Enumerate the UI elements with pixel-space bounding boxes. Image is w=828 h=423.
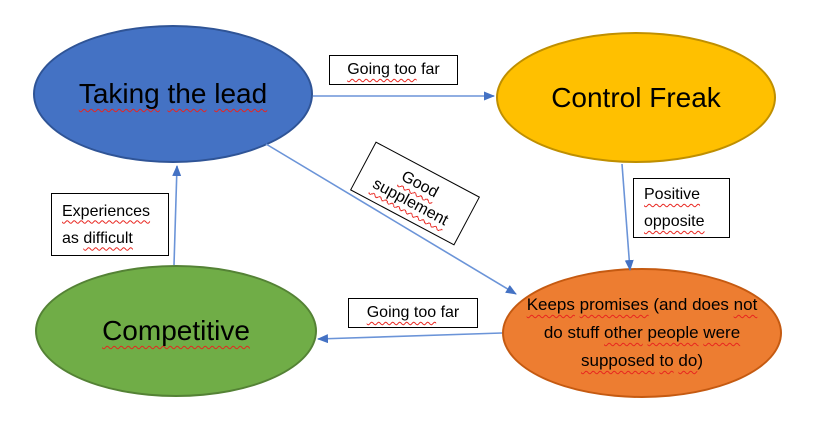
arrow-control-freak-to-keeps-promises[interactable] [621,163,634,271]
arrow-taking-lead-to-keeps-promises-diagonal[interactable] [265,143,517,295]
edge-label-going-too-far-bottom[interactable]: Going too far [348,298,478,328]
node-competitive[interactable]: Competitive [35,265,317,397]
arrow-competitive-to-taking-lead[interactable] [172,165,182,266]
edge-label-going-too-far-top-text: Going too far [347,61,440,78]
arrow-keeps-promises-to-competitive[interactable] [317,332,503,344]
node-control-freak[interactable]: Control Freak [496,32,776,163]
node-competitive-label: Competitive [102,315,250,346]
edge-label-going-too-far-top[interactable]: Going too far [329,55,458,85]
node-taking-the-lead-label: Taking the lead [78,78,268,109]
node-taking-the-lead[interactable]: Taking the lead [33,25,313,163]
edge-label-going-too-far-bottom-text: Going too far [366,304,460,321]
node-control-freak-label: Control Freak [551,81,721,113]
